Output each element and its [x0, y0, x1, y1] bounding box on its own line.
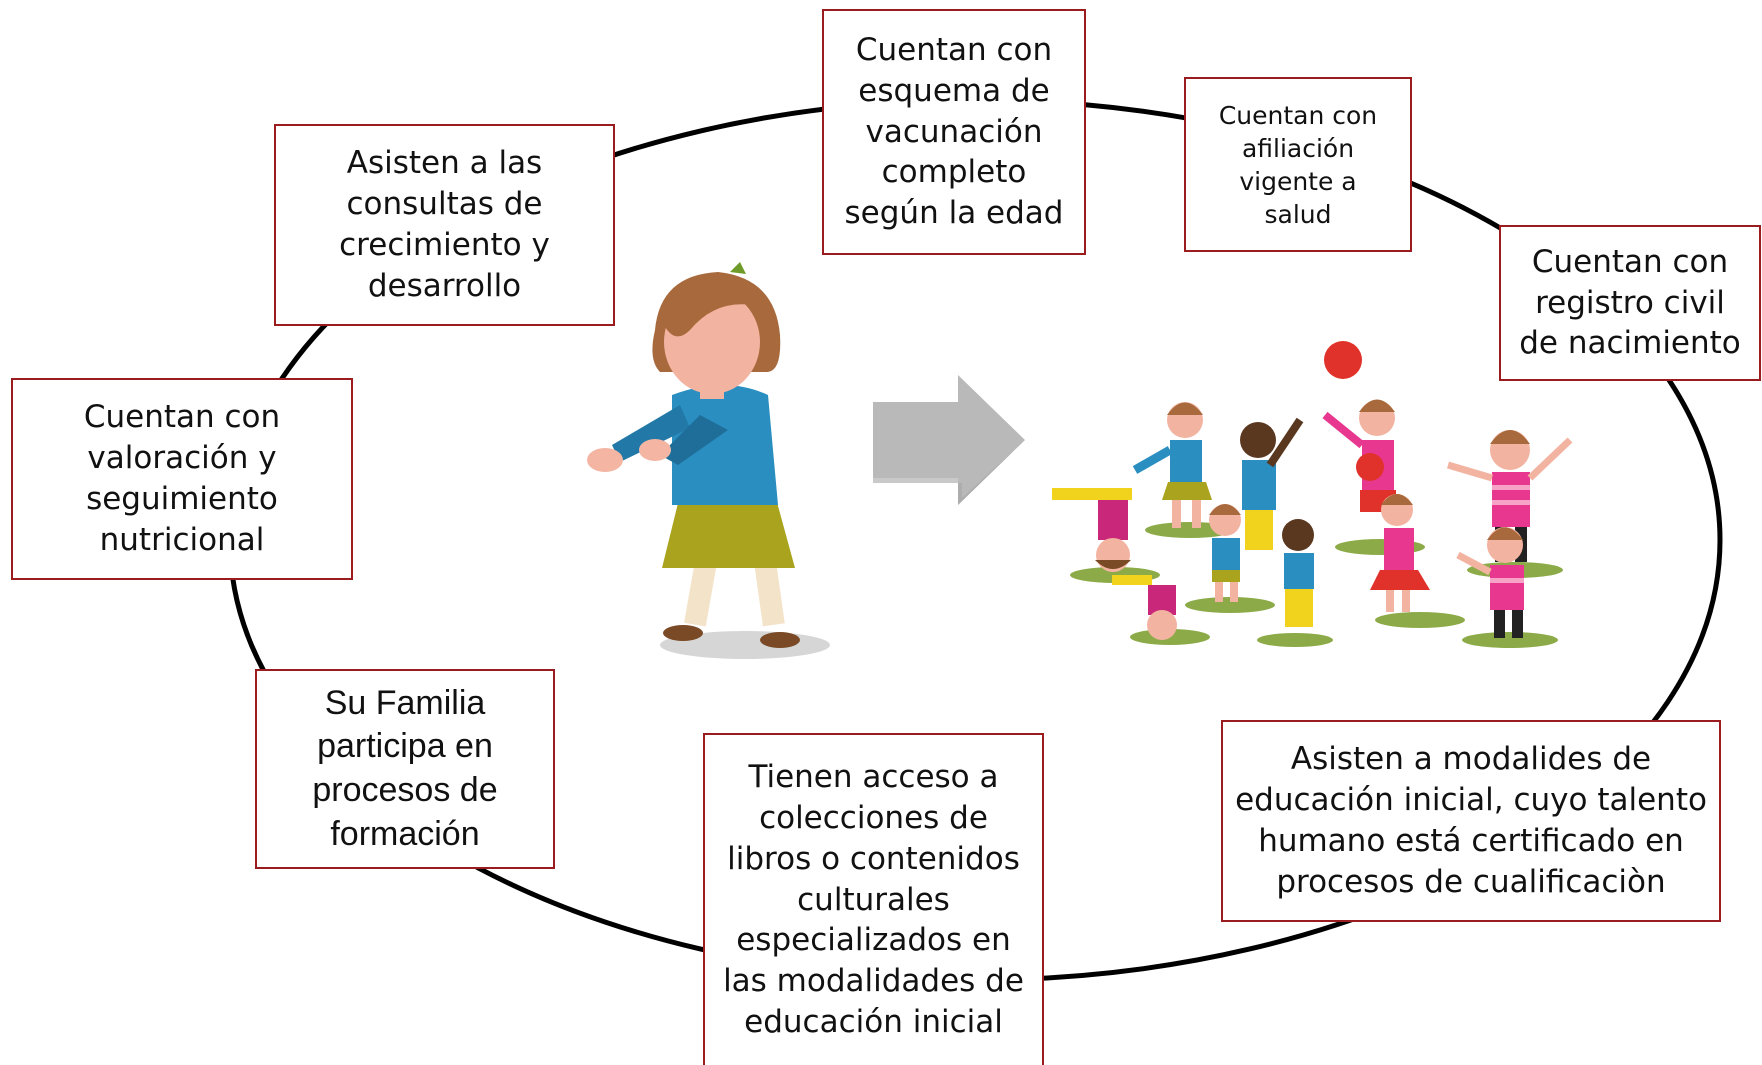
box-nutrition: Cuentan con valoración y seguimiento nut… [11, 378, 353, 580]
box-health-affiliation: Cuentan con afiliación vigente a salud [1184, 77, 1412, 252]
box-civil-registry: Cuentan con registro civil de nacimiento [1499, 225, 1761, 381]
box-cultural-access: Tienen acceso a colecciones de libros o … [703, 733, 1044, 1065]
box-health-affiliation-text: Cuentan con afiliación vigente a salud [1218, 100, 1378, 229]
box-family-training: Su Familia participa en procesos de form… [255, 669, 555, 869]
right-arrow-icon [873, 375, 1025, 505]
box-vaccination: Cuentan con esquema de vacunación comple… [822, 9, 1086, 255]
box-initial-education: Asisten a modalides de educación inicial… [1221, 720, 1721, 922]
box-growth-checkups-text: Asisten a las consultas de crecimiento y… [339, 145, 550, 304]
single-child-illustration [587, 262, 830, 659]
box-growth-checkups: Asisten a las consultas de crecimiento y… [274, 124, 615, 326]
box-cultural-access-text: Tienen acceso a colecciones de libros o … [723, 758, 1024, 1041]
box-vaccination-text: Cuentan con esquema de vacunación comple… [844, 31, 1064, 232]
box-civil-registry-text: Cuentan con registro civil de nacimiento [1519, 243, 1741, 362]
box-initial-education-text: Asisten a modalides de educación inicial… [1235, 741, 1707, 900]
box-family-training-text: Su Familia participa en procesos de form… [312, 683, 498, 853]
box-nutrition-text: Cuentan con valoración y seguimiento nut… [83, 399, 281, 558]
children-playing-illustration [1052, 341, 1573, 648]
